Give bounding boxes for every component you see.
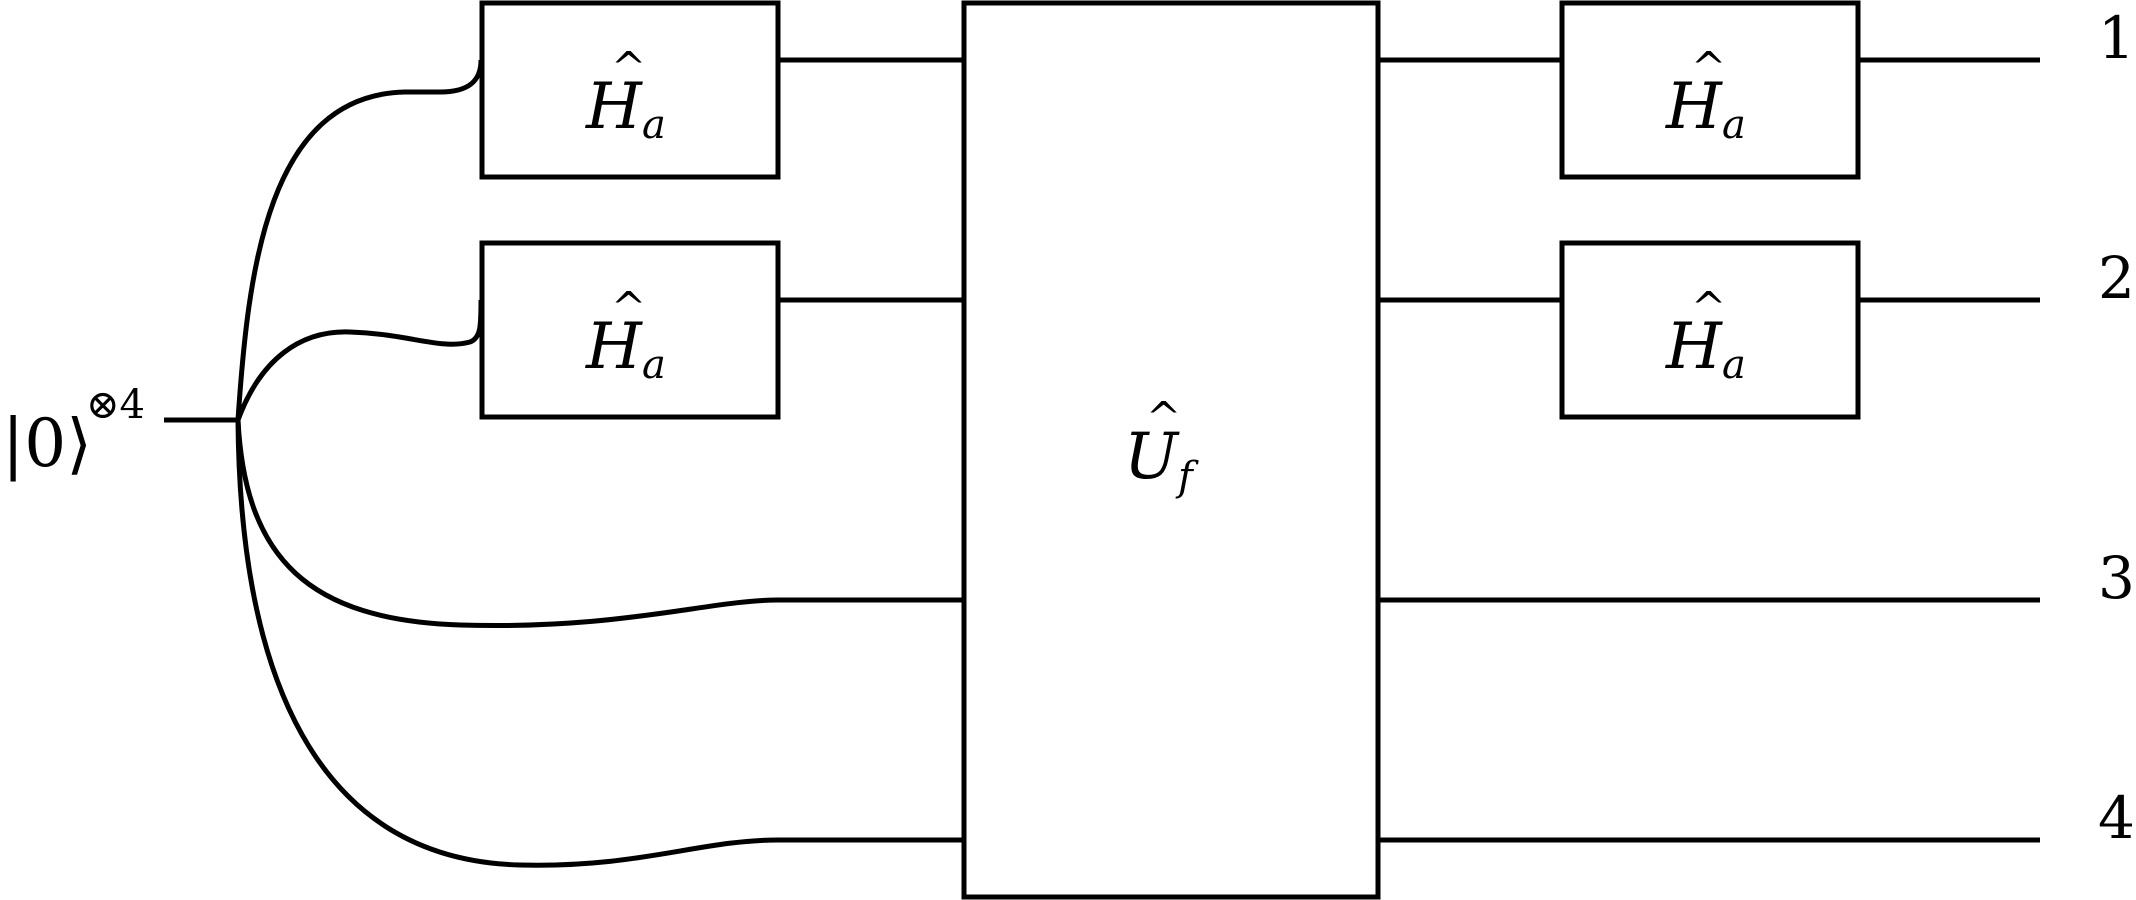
svg-text:H: H xyxy=(585,70,643,144)
svg-text:⊗4: ⊗4 xyxy=(86,382,145,428)
hadamard-gate-q1-right: H ^ a xyxy=(1559,0,1861,180)
svg-text:H: H xyxy=(1665,70,1723,144)
branch-qubit-3 xyxy=(235,419,779,629)
svg-text:^: ^ xyxy=(1691,283,1726,332)
svg-text:^: ^ xyxy=(1691,43,1726,92)
hadamard-gate-q2-left: H ^ a xyxy=(479,240,781,420)
branch-qubit-1 xyxy=(235,59,484,421)
svg-text:^: ^ xyxy=(611,283,646,332)
svg-text:a: a xyxy=(642,102,666,148)
svg-text:|0⟩: |0⟩ xyxy=(2,405,92,482)
branch-qubit-4 xyxy=(235,419,779,868)
output-label-4: 4 xyxy=(2098,784,2135,852)
svg-text:H: H xyxy=(1665,310,1723,384)
oracle-gate-uf: U ^ f xyxy=(961,0,1381,900)
svg-text:^: ^ xyxy=(611,43,646,92)
svg-text:a: a xyxy=(642,342,666,388)
svg-text:a: a xyxy=(1722,102,1746,148)
output-label-3: 3 xyxy=(2098,544,2135,612)
hadamard-gate-q2-right: H ^ a xyxy=(1559,240,1861,420)
hadamard-gate-q1-left: H ^ a xyxy=(479,0,781,180)
output-label-2: 2 xyxy=(2098,244,2135,312)
output-label-1: 1 xyxy=(2098,4,2135,72)
branch-qubit-2 xyxy=(235,299,484,421)
input-state-label: |0⟩ ⊗4 xyxy=(2,382,145,482)
svg-text:^: ^ xyxy=(1146,393,1181,442)
svg-text:a: a xyxy=(1722,342,1746,388)
svg-text:U: U xyxy=(1124,420,1180,494)
svg-text:H: H xyxy=(585,310,643,384)
